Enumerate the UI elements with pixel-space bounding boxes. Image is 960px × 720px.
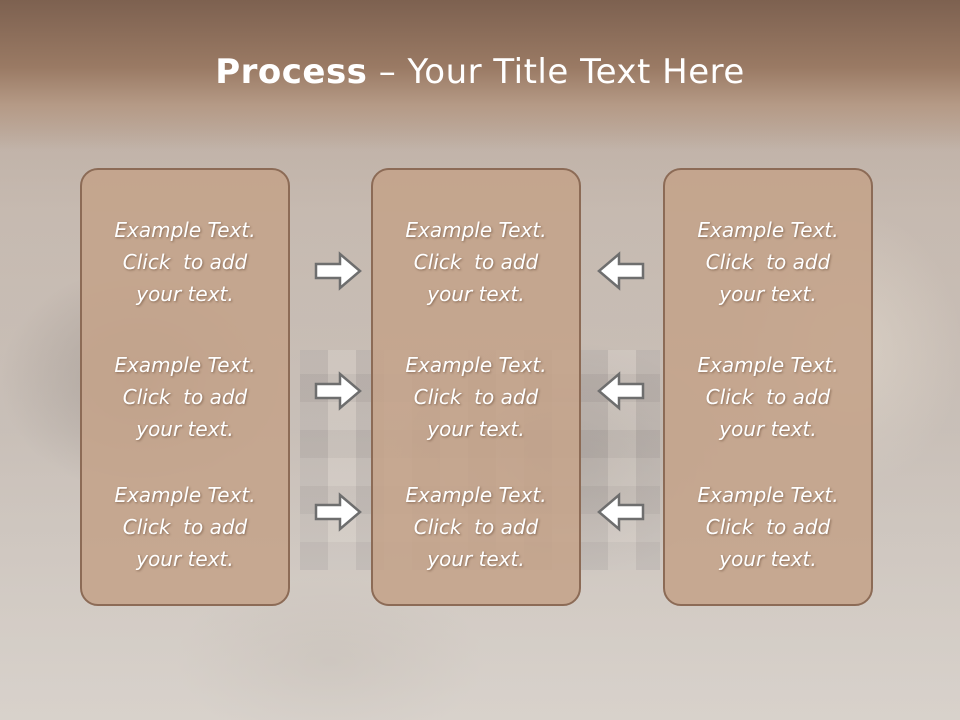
text-item[interactable]: Example Text. Click to add your text. [82, 214, 288, 310]
text-line: Click to add [122, 515, 248, 539]
text-box-right[interactable]: Example Text. Click to add your text. Ex… [663, 168, 873, 606]
arrow-left-icon[interactable] [597, 251, 645, 291]
text-line: Click to add [705, 385, 831, 409]
text-item[interactable]: Example Text. Click to add your text. [373, 479, 579, 575]
arrow-right-icon[interactable] [314, 492, 362, 532]
title-band [0, 0, 960, 150]
text-box-left[interactable]: Example Text. Click to add your text. Ex… [80, 168, 290, 606]
text-line: your text. [427, 282, 525, 306]
slide-title[interactable]: Process – Your Title Text Here [0, 52, 960, 92]
title-bold: Process [215, 52, 368, 92]
text-item[interactable]: Example Text. Click to add your text. [82, 479, 288, 575]
text-item[interactable]: Example Text. Click to add your text. [665, 479, 871, 575]
text-line: Example Text. [697, 353, 839, 377]
text-line: Click to add [122, 250, 248, 274]
text-line: your text. [719, 547, 817, 571]
arrow-left-icon[interactable] [597, 492, 645, 532]
title-rest: – Your Title Text Here [367, 52, 745, 92]
text-line: your text. [719, 417, 817, 441]
text-item[interactable]: Example Text. Click to add your text. [665, 349, 871, 445]
text-line: Example Text. [697, 218, 839, 242]
text-item[interactable]: Example Text. Click to add your text. [665, 214, 871, 310]
text-line: Click to add [122, 385, 248, 409]
text-line: Click to add [413, 250, 539, 274]
text-line: Example Text. [697, 483, 839, 507]
text-line: your text. [136, 417, 234, 441]
text-item[interactable]: Example Text. Click to add your text. [82, 349, 288, 445]
text-line: your text. [136, 282, 234, 306]
text-line: Example Text. [114, 218, 256, 242]
text-line: your text. [136, 547, 234, 571]
arrow-right-icon[interactable] [314, 251, 362, 291]
text-item[interactable]: Example Text. Click to add your text. [373, 214, 579, 310]
arrow-left-icon[interactable] [597, 371, 645, 411]
text-line: Click to add [705, 250, 831, 274]
text-line: your text. [719, 282, 817, 306]
text-line: your text. [427, 417, 525, 441]
text-line: your text. [427, 547, 525, 571]
text-line: Example Text. [114, 483, 256, 507]
text-line: Example Text. [405, 483, 547, 507]
text-line: Click to add [705, 515, 831, 539]
text-item[interactable]: Example Text. Click to add your text. [373, 349, 579, 445]
arrow-right-icon[interactable] [314, 371, 362, 411]
text-line: Example Text. [114, 353, 256, 377]
text-box-center[interactable]: Example Text. Click to add your text. Ex… [371, 168, 581, 606]
text-line: Example Text. [405, 218, 547, 242]
text-line: Example Text. [405, 353, 547, 377]
text-line: Click to add [413, 515, 539, 539]
text-line: Click to add [413, 385, 539, 409]
